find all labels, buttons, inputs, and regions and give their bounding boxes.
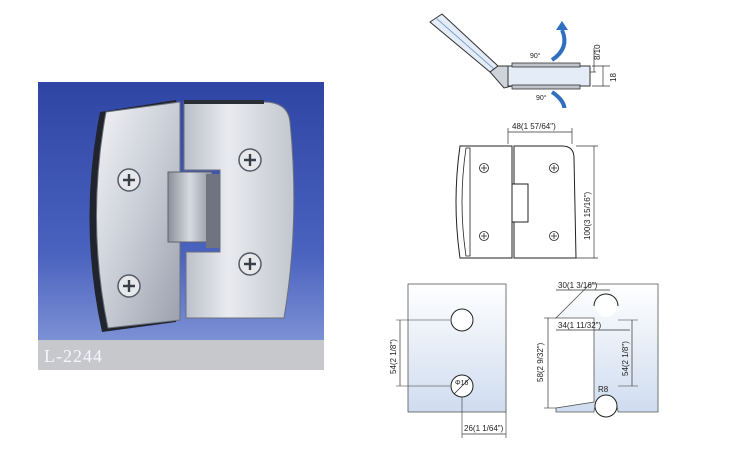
angle-view-diagram: 8/10 18 90° 90°: [429, 13, 618, 108]
rotate-down-arrow-icon: [550, 90, 567, 108]
screw-icon: [117, 274, 141, 298]
right-middle-dim-label: 34(1 11/32"): [558, 321, 602, 330]
angle-view-thickness-label: 8/10: [593, 44, 602, 60]
right-vertical-left-dim-label: 58(2 9/32"): [536, 342, 545, 382]
glass-cutout-right: R8 30(1 3/16") 34(1 11/32") 58(2 9/32") …: [536, 281, 659, 418]
front-width-label: 48(1 57/64"): [512, 122, 556, 131]
hole-diameter-label: Φ16: [455, 380, 468, 387]
product-code: L-2244: [44, 346, 103, 366]
screw-icon: [549, 163, 559, 173]
radius-label: R8: [598, 385, 609, 394]
screw-icon: [238, 148, 262, 172]
screw-icon: [479, 163, 489, 173]
product-photo: [38, 82, 324, 370]
front-view-diagram: 48(1 57/64") 100(3 15/16"): [455, 122, 598, 259]
rotate-up-arrow-icon: [550, 29, 567, 62]
glass-cutout-left: Φ16 54(2 1/8") 26(1 1/64"): [389, 283, 507, 438]
left-vertical-dim-label: 54(2 1/8"): [389, 339, 398, 374]
right-top-dim-label: 30(1 3/16"): [558, 281, 598, 290]
right-vertical-right-dim-label: 54(2 1/8"): [621, 341, 630, 376]
front-height-label: 100(3 15/16"): [583, 191, 592, 240]
screw-icon: [479, 231, 489, 241]
screw-icon: [549, 231, 559, 241]
screw-icon: [238, 252, 262, 276]
left-bottom-dim-label: 26(1 1/64"): [464, 424, 504, 433]
screw-icon: [117, 168, 141, 192]
angle-view-height-label: 18: [609, 73, 618, 82]
angle-top-label: 90°: [530, 52, 541, 60]
angle-bottom-label: 90°: [536, 94, 547, 102]
